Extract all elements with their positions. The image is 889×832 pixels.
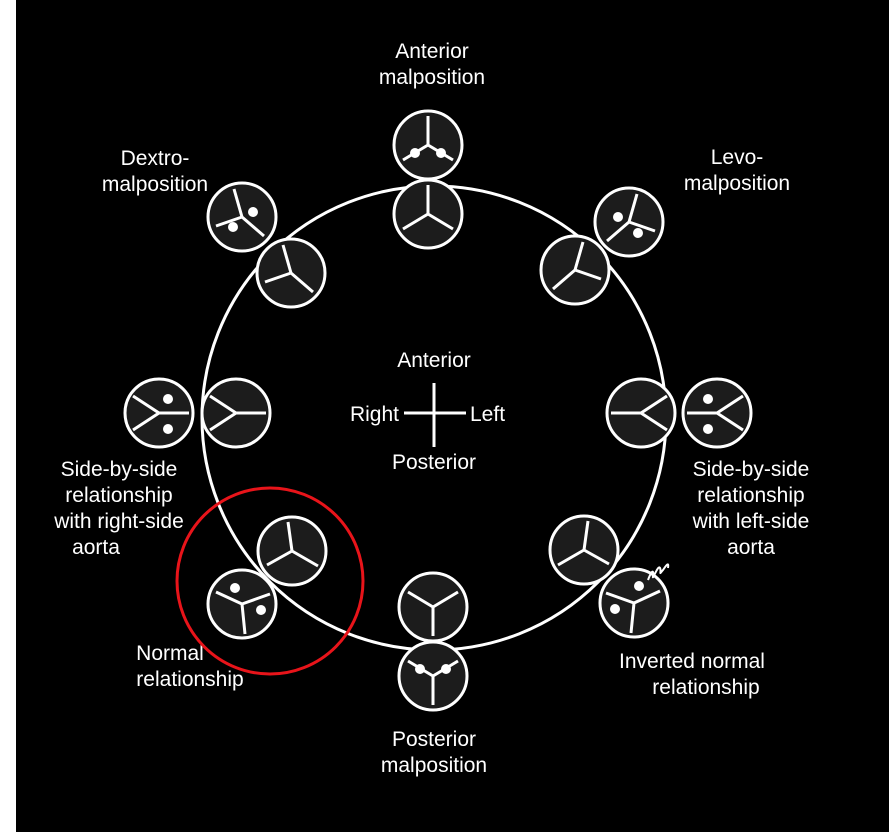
valve-pair-inverted-normal-relationship <box>548 514 670 639</box>
label-line: relationship <box>65 484 172 507</box>
pulmonary-valve <box>605 377 677 449</box>
label-dextro-malposition: Dextro- malposition <box>102 147 208 196</box>
label-line: Anterior <box>395 40 469 63</box>
valve-pair-dextro-malposition <box>206 181 327 309</box>
label-side-by-side-right-aorta: Side-by-side relationship with right-sid… <box>53 458 184 559</box>
label-line: malposition <box>102 173 208 196</box>
valve-pair-side-by-side-left-aorta <box>605 377 753 449</box>
compass-left-label: Left <box>470 403 505 426</box>
artist-signature <box>647 563 670 581</box>
label-levo-malposition: Levo- malposition <box>684 146 790 195</box>
label-line: aorta <box>727 536 775 559</box>
label-line: aorta <box>72 536 120 559</box>
aortic-valve <box>123 377 195 449</box>
aortic-valve <box>206 568 278 640</box>
compass-right-label: Right <box>350 403 399 426</box>
pulmonary-valve <box>200 377 272 449</box>
label-line: Levo- <box>711 146 764 169</box>
pulmonary-valve <box>539 234 611 306</box>
pulmonary-valve <box>397 571 469 643</box>
valve-pair-anterior-malposition <box>392 109 464 250</box>
valve-pair-levo-malposition <box>539 186 665 306</box>
aortic-valve <box>598 567 670 639</box>
label-line: Side-by-side <box>693 458 810 481</box>
label-line: malposition <box>381 754 487 777</box>
label-line: with left-side <box>692 510 810 533</box>
label-anterior-malposition: Anterior malposition <box>379 40 485 89</box>
label-normal-relationship: Normal relationship <box>136 642 244 691</box>
label-inverted-normal-relationship: Inverted normal relationship <box>619 650 765 699</box>
label-line: malposition <box>684 172 790 195</box>
pulmonary-valve <box>548 514 620 586</box>
aortic-valve <box>392 109 464 181</box>
orientation-cross <box>404 383 466 447</box>
valve-pair-side-by-side-right-aorta <box>123 377 272 449</box>
label-line: relationship <box>136 668 243 691</box>
pulmonary-valve <box>255 237 327 309</box>
valve-pair-normal-relationship <box>206 515 328 640</box>
label-posterior-malposition: Posterior malposition <box>381 728 487 777</box>
label-line: with right-side <box>53 510 184 533</box>
pulmonary-valve <box>256 515 328 587</box>
label-line: malposition <box>379 66 485 89</box>
label-line: Dextro- <box>121 147 190 170</box>
label-line: relationship <box>697 484 804 507</box>
label-line: Side-by-side <box>61 458 178 481</box>
label-side-by-side-left-aorta: Side-by-side relationship with left-side… <box>692 458 810 559</box>
label-line: Inverted normal <box>619 650 765 673</box>
aortic-valve <box>593 186 665 258</box>
pulmonary-valve <box>392 178 464 250</box>
aortic-valve <box>206 181 278 253</box>
aortic-valve <box>681 377 753 449</box>
compass-posterior-label: Posterior <box>392 451 476 474</box>
highlight-circle <box>175 486 365 676</box>
valve-pair-posterior-malposition <box>397 571 469 712</box>
label-line: Normal <box>136 642 204 665</box>
label-line: Posterior <box>392 728 476 751</box>
aortic-valve <box>397 640 469 712</box>
label-line: relationship <box>652 676 759 699</box>
compass-anterior-label: Anterior <box>397 349 471 372</box>
